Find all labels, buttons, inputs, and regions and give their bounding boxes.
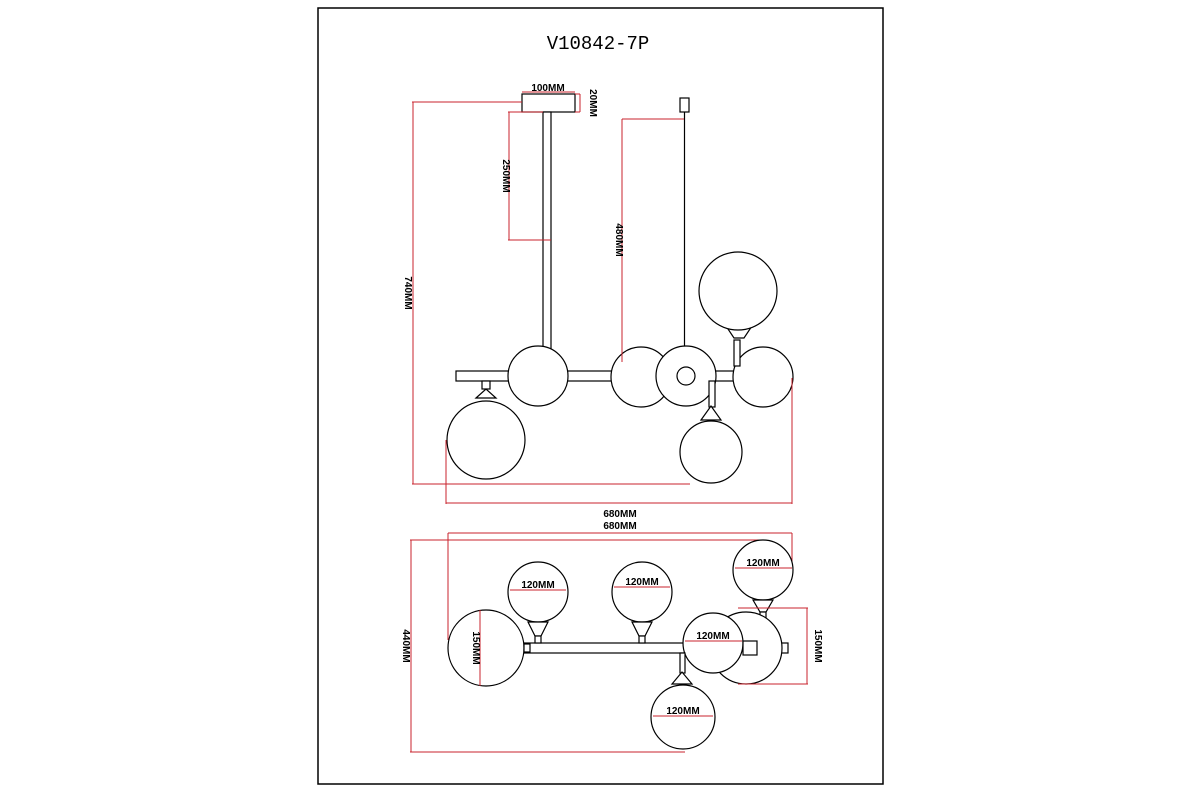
top-globe-left — [447, 609, 525, 687]
label-globe-c: 120MM — [746, 558, 779, 569]
top-globe-b — [611, 561, 673, 623]
cup-left — [474, 388, 498, 399]
top-hub — [742, 640, 758, 656]
globe-lower — [679, 420, 743, 484]
top-stem-e — [679, 652, 686, 674]
top-globe-d — [682, 612, 744, 674]
top-socket-left — [523, 643, 531, 653]
label-globe-e: 120MM — [666, 706, 699, 717]
top-stem-a — [534, 635, 542, 644]
label-globe-b: 120MM — [625, 577, 658, 588]
label-total-height: 740MM — [402, 276, 413, 309]
top-globe-c — [732, 539, 794, 601]
sheet-border — [317, 7, 884, 785]
label-cable-length: 480MM — [613, 223, 624, 256]
top-cup-a — [527, 621, 549, 637]
label-canopy-height: 20MM — [587, 89, 598, 117]
label-canopy-width: 100MM — [531, 83, 564, 94]
top-cup-e — [670, 671, 694, 685]
arm-lower — [708, 380, 716, 408]
top-globe-e — [650, 684, 716, 750]
label-globe-right: 150MM — [812, 629, 823, 662]
canopy — [521, 93, 576, 113]
model-title: V10842-7P — [547, 33, 650, 55]
label-top-width: 680MM — [603, 521, 636, 532]
top-cup-b — [631, 621, 653, 637]
top-stem-b — [638, 635, 646, 644]
globe-left — [446, 400, 526, 480]
globe-bar-1 — [507, 345, 569, 407]
side-view: 100MM 20MM 250MM 480MM 740MM 680MM — [402, 83, 794, 520]
top-view: 680MM 440MM 150MM 120MM 120MM 120MM — [400, 521, 823, 753]
socket-left — [481, 380, 491, 390]
label-globe-a: 120MM — [521, 580, 554, 591]
label-globe-d: 120MM — [696, 631, 729, 642]
label-rod-length: 250MM — [500, 159, 511, 192]
top-cup-c — [751, 599, 775, 613]
globe-bar-right — [732, 346, 794, 408]
arm-upper — [733, 339, 741, 367]
globe-upper — [698, 251, 778, 331]
cup-lower — [699, 404, 723, 421]
hub-ring — [676, 366, 696, 386]
label-total-depth: 440MM — [400, 629, 411, 662]
top-globe-a — [507, 561, 569, 623]
label-globe-left: 150MM — [470, 631, 481, 664]
label-total-width: 680MM — [603, 509, 636, 520]
cable-hook — [679, 97, 690, 113]
